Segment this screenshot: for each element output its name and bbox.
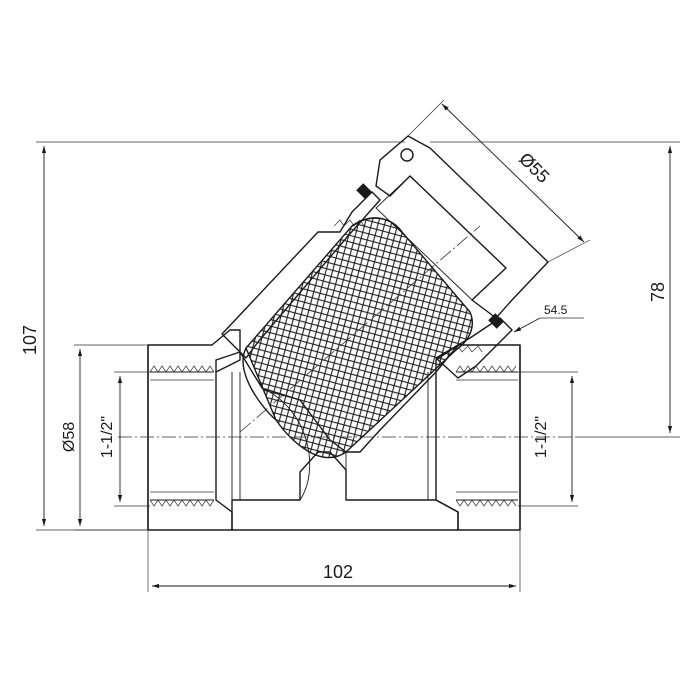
dimension-thread-right: 1-1/2" bbox=[518, 371, 578, 507]
overall-length-label: 102 bbox=[323, 562, 353, 582]
seal-ring-top-icon bbox=[356, 183, 372, 199]
thread-left-label: 1-1/2" bbox=[99, 416, 116, 458]
seal-ring-bottom-icon bbox=[488, 313, 504, 329]
dimension-body-diameter: Ø58 bbox=[61, 344, 148, 531]
overall-height-label: 107 bbox=[20, 325, 40, 355]
dimension-thread-left: 1-1/2" bbox=[99, 371, 150, 507]
dimension-overall-length: 102 bbox=[147, 530, 521, 592]
drain-hole-icon bbox=[400, 148, 414, 162]
mesh-filter-screen bbox=[242, 217, 474, 459]
right-thread bbox=[455, 365, 518, 507]
center-lines bbox=[118, 225, 575, 438]
dimension-height-to-cap: 78 bbox=[430, 141, 680, 438]
thread-right-label: 1-1/2" bbox=[533, 416, 550, 458]
body-diameter-label: Ø58 bbox=[61, 422, 78, 452]
valve-body bbox=[147, 329, 521, 531]
dimension-branch-offset: 54.5 bbox=[513, 303, 584, 333]
dimension-cap-diameter: Ø55 bbox=[407, 99, 591, 263]
branch-offset-label: 54.5 bbox=[544, 303, 568, 317]
left-thread bbox=[149, 365, 215, 507]
height-to-cap-label: 78 bbox=[648, 282, 668, 302]
